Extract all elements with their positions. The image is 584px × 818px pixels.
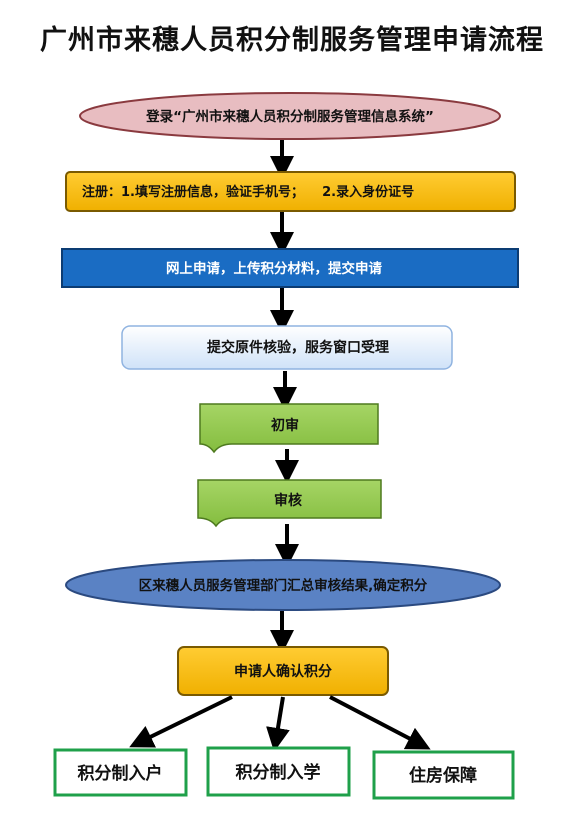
outcome-household-registration: 积分制入户: [53, 748, 188, 797]
outcome-housing-security-label: 住房保障: [409, 765, 477, 786]
arrow-to-outcome-1: [129, 695, 233, 748]
step-apply-online: 网上申请，上传积分材料，提交申请: [61, 248, 519, 288]
step-submit-originals: 提交原件核验，服务窗口受理: [121, 325, 453, 370]
page-title: 广州市来穗人员积分制服务管理申请流程: [40, 25, 544, 56]
step-first-review-label: 初审: [271, 417, 299, 434]
step-confirm-shape: [177, 646, 389, 696]
step-review-label: 审核: [274, 492, 302, 509]
step-summary: 区来穗人员服务管理部门汇总审核结果,确定积分: [65, 559, 501, 611]
step-register-label: 注册：1.填写注册信息，验证手机号； 2.录入身份证号: [82, 184, 414, 200]
step-register-shape: [65, 171, 516, 212]
step-confirm-label: 申请人确认积分: [234, 663, 332, 680]
outcome-household-registration-label: 积分制入户: [78, 763, 163, 784]
outcome-housing-security: 住房保障: [372, 750, 515, 800]
outcome-household-registration-shape: [53, 748, 188, 797]
step-summary-shape: [65, 559, 501, 611]
step-confirm: 申请人确认积分: [177, 646, 389, 696]
step-submit-originals-shape: [121, 325, 453, 370]
arrow-to-outcome-2: [266, 696, 290, 752]
outcome-housing-security-shape: [372, 750, 515, 800]
step-apply-online-label: 网上申请，上传积分材料，提交申请: [166, 260, 382, 277]
step-login-label: 登录“广州市来穗人员积分制服务管理信息系统”: [145, 108, 434, 125]
arrow-to-outcome-3: [329, 695, 431, 750]
step-first-review-shape: [199, 403, 379, 454]
step-apply-online-shape: [61, 248, 519, 288]
step-summary-label: 区来穗人员服务管理部门汇总审核结果,确定积分: [139, 577, 428, 594]
step-review-shape: [197, 479, 382, 528]
outcome-school-enrollment-shape: [206, 746, 351, 797]
step-first-review: 初审: [199, 403, 379, 454]
outcome-school-enrollment-label: 积分制入学: [236, 762, 321, 783]
step-login: 登录“广州市来穗人员积分制服务管理信息系统”: [79, 92, 501, 140]
step-register: 注册：1.填写注册信息，验证手机号； 2.录入身份证号: [65, 171, 516, 212]
step-submit-originals-label: 提交原件核验，服务窗口受理: [207, 339, 389, 356]
outcome-school-enrollment: 积分制入学: [206, 746, 351, 797]
step-login-shape: [79, 92, 501, 140]
step-review: 审核: [197, 479, 382, 528]
